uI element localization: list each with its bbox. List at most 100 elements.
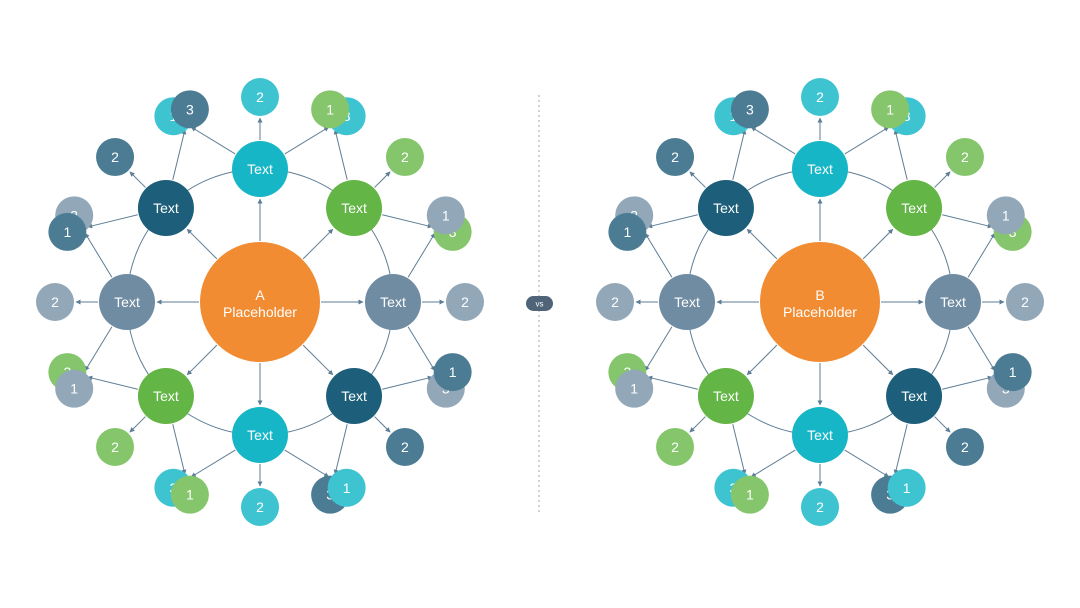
center-to-hub-arrow xyxy=(746,228,778,260)
hub-node-circle xyxy=(659,274,715,330)
child-node: 1 xyxy=(993,353,1032,392)
hub-node: Text xyxy=(232,407,288,463)
child-node-label: 2 xyxy=(401,149,409,165)
child-node-label: 1 xyxy=(746,487,754,503)
child-node-label: 1 xyxy=(343,480,351,496)
hub-node-label: Text xyxy=(380,294,406,310)
hub-to-child-arrow xyxy=(172,129,187,180)
child-node: 3 xyxy=(170,90,209,129)
hub-node-label: Text xyxy=(901,388,927,404)
child-node-label: 2 xyxy=(401,439,409,455)
child-node: 2 xyxy=(656,138,695,177)
center-to-hub-arrow xyxy=(862,228,894,260)
hub-to-child-arrow xyxy=(732,424,747,475)
child-node: 1 xyxy=(170,475,209,514)
child-node: 1 xyxy=(55,369,94,408)
child-node: 2 xyxy=(945,427,984,466)
child-node: 1 xyxy=(986,196,1025,235)
hub-to-child-arrow xyxy=(333,424,348,475)
hub-node: Text xyxy=(232,141,288,197)
hub-node: Text xyxy=(365,274,421,330)
hub-to-child-arrow xyxy=(407,326,436,372)
child-node-label: 1 xyxy=(63,224,71,240)
child-node: 2 xyxy=(801,78,839,116)
hub-to-child-arrow xyxy=(893,424,908,475)
hub-to-child-arrow xyxy=(967,326,996,372)
center-to-hub-arrow xyxy=(302,228,334,260)
hub-to-child-arrow xyxy=(750,126,796,155)
child-node-circle xyxy=(801,78,839,116)
child-node: 2 xyxy=(36,283,74,321)
vs-badge-bg xyxy=(526,296,553,311)
child-node-circle xyxy=(385,427,424,466)
center-to-hub-arrow xyxy=(186,344,218,376)
hub-node-label: Text xyxy=(114,294,140,310)
hub-node-label: Text xyxy=(807,161,833,177)
child-node-label: 2 xyxy=(671,439,679,455)
child-node-circle xyxy=(327,468,366,507)
hub-node-circle xyxy=(792,407,848,463)
child-node-circle xyxy=(615,369,654,408)
child-node-label: 2 xyxy=(671,149,679,165)
child-node: 1 xyxy=(433,353,472,392)
child-node-circle xyxy=(596,283,634,321)
child-node: 2 xyxy=(596,283,634,321)
child-node-label: 1 xyxy=(623,224,631,240)
hub-node-circle xyxy=(326,179,383,236)
hub-node: Text xyxy=(99,274,155,330)
child-node-circle xyxy=(993,353,1032,392)
hub-to-child-arrow xyxy=(129,416,146,433)
child-node-label: 1 xyxy=(186,487,194,503)
child-node-circle xyxy=(945,138,984,177)
child-node-circle xyxy=(887,468,926,507)
center-letter: A xyxy=(255,287,265,303)
hub-node: Text xyxy=(697,179,754,236)
child-node-label: 2 xyxy=(51,294,59,310)
child-node: 2 xyxy=(385,138,424,177)
hub-node-circle xyxy=(232,141,288,197)
child-node-label: 1 xyxy=(449,364,457,380)
hub-to-child-arrow xyxy=(190,449,236,478)
child-node-label: 1 xyxy=(1009,364,1017,380)
hub-to-child-arrow xyxy=(844,449,890,478)
hub-node-circle xyxy=(792,141,848,197)
child-node-circle xyxy=(656,427,695,466)
hub-to-child-arrow xyxy=(84,326,113,372)
child-node: 2 xyxy=(801,488,839,526)
child-node: 1 xyxy=(730,475,769,514)
hub-to-child-arrow xyxy=(407,232,436,278)
hub-node: Text xyxy=(697,368,754,425)
child-node-label: 1 xyxy=(70,381,78,397)
child-node-circle xyxy=(1006,283,1044,321)
center-label: Placeholder xyxy=(783,304,857,320)
child-node-label: 1 xyxy=(630,381,638,397)
hub-node-label: Text xyxy=(247,427,273,443)
hub-node: Text xyxy=(886,368,943,425)
child-node-label: 1 xyxy=(326,101,334,117)
child-node-circle xyxy=(170,90,209,129)
hub-to-child-arrow xyxy=(87,214,138,229)
child-node-label: 1 xyxy=(1002,207,1010,223)
hub-node-label: Text xyxy=(807,427,833,443)
hub-to-child-arrow xyxy=(934,416,951,433)
child-node-circle xyxy=(730,90,769,129)
child-node: 1 xyxy=(311,90,350,129)
child-node-circle xyxy=(55,369,94,408)
child-node: 1 xyxy=(48,212,87,251)
child-node-label: 2 xyxy=(111,149,119,165)
child-node: 2 xyxy=(656,427,695,466)
hub-to-child-arrow xyxy=(382,214,433,229)
child-node-label: 3 xyxy=(186,101,194,117)
child-node-label: 2 xyxy=(111,439,119,455)
hub-to-child-arrow xyxy=(750,449,796,478)
child-node-circle xyxy=(426,196,465,235)
child-node: 1 xyxy=(871,90,910,129)
child-node-label: 1 xyxy=(886,101,894,117)
child-node-circle xyxy=(96,427,135,466)
hub-node: Text xyxy=(326,368,383,425)
hub-to-child-arrow xyxy=(934,171,951,188)
child-node-label: 2 xyxy=(256,499,264,515)
